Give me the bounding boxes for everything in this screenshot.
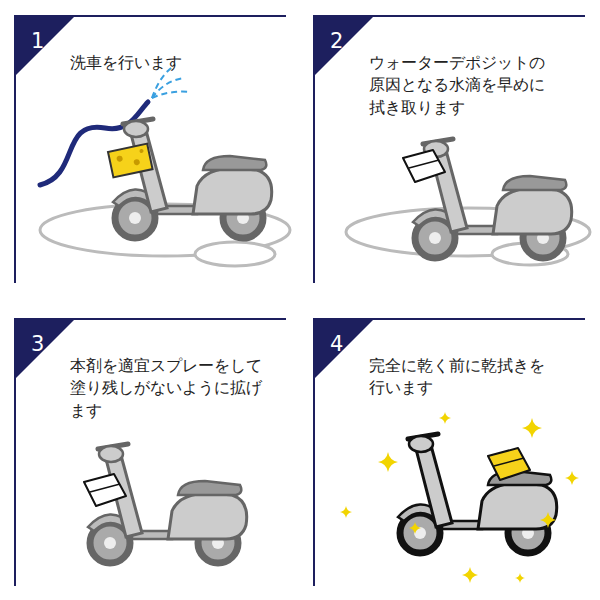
- cloth: [403, 150, 445, 182]
- cloth: [84, 474, 126, 506]
- scooter: [88, 444, 247, 563]
- sponge: [108, 144, 153, 178]
- corner-triangle: [14, 15, 76, 77]
- corner-triangle: [14, 318, 76, 380]
- step-number: 1: [31, 31, 44, 52]
- sparkles: [340, 412, 579, 583]
- corner-triangle: [313, 15, 375, 77]
- step-text: 洗車を行います: [70, 52, 285, 74]
- corner-triangle: [313, 318, 375, 380]
- scooter: [113, 119, 272, 238]
- step-panel: 1 洗車を行います: [14, 15, 286, 283]
- step-text: ウォーターデポジットの 原因となる水滴を早めに 拭き取ります: [369, 52, 584, 119]
- step-panel: 2 ウォーターデポジットの 原因となる水滴を早めに 拭き取ります: [313, 15, 585, 283]
- step-panel: 4 完全に乾く前に乾拭きを 行います: [313, 318, 585, 586]
- step-number: 4: [330, 334, 343, 355]
- step-text: 完全に乾く前に乾拭きを 行います: [369, 355, 584, 400]
- step-text: 本剤を適宜スプレーをして 塗り残しがないように拡げ ます: [70, 355, 285, 422]
- scooter: [398, 434, 557, 553]
- step-number: 2: [330, 31, 343, 52]
- step-panel: 3 本剤を適宜スプレーをして 塗り残しがないように拡げ ます: [14, 318, 286, 586]
- cloth: [488, 448, 530, 480]
- step-number: 3: [31, 334, 44, 355]
